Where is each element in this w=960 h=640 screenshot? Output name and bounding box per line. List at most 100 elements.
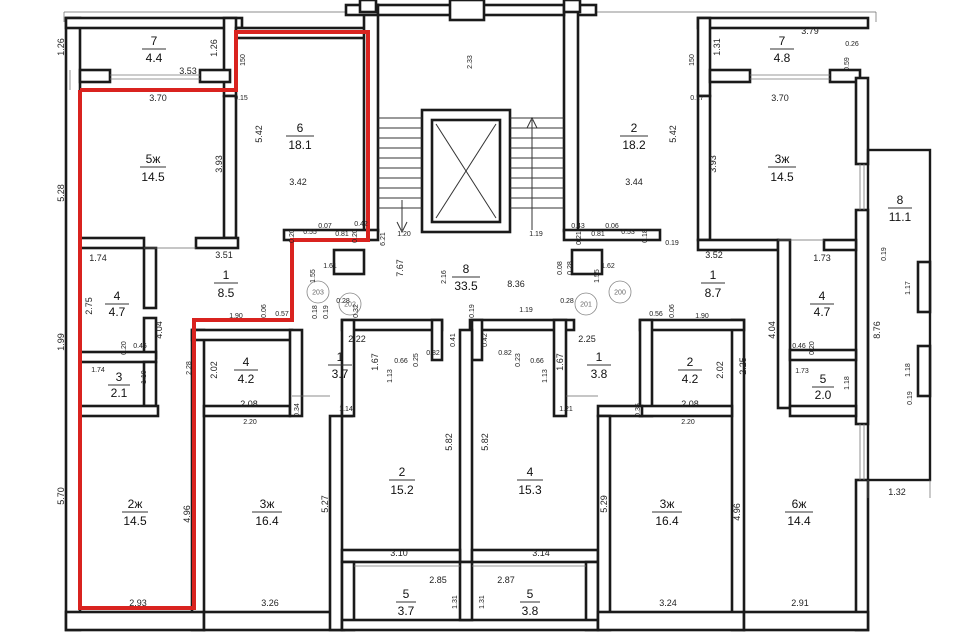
dimension-label: 1.13 xyxy=(542,369,549,383)
dimension-label: 5.29 xyxy=(599,495,609,513)
wall-stub xyxy=(470,318,484,362)
dimension-label: 0.19 xyxy=(323,305,330,319)
balcony-bottom xyxy=(340,618,600,632)
dimension-label: 0.19 xyxy=(907,391,914,405)
dimension-label: 1.19 xyxy=(529,231,543,238)
dimension-label: 0.25 xyxy=(413,353,420,367)
wall-stair-right xyxy=(562,3,580,233)
room-number: 1 xyxy=(223,268,230,282)
room-number: 2 xyxy=(399,465,406,479)
marker-badge xyxy=(306,280,330,304)
dimension-label: 0.82 xyxy=(426,350,440,357)
dimension-label: 1.32 xyxy=(888,487,906,497)
wall-3zh-bottom xyxy=(822,238,858,252)
column-right xyxy=(570,248,604,276)
windows xyxy=(69,70,865,567)
room-number: 6ж xyxy=(792,497,807,511)
wall-stub xyxy=(430,318,444,362)
balcony-stub xyxy=(78,68,112,84)
dimension-label: 2.87 xyxy=(497,575,515,585)
dimension-label: 0.20 xyxy=(289,229,296,243)
dimension-label: 1.55 xyxy=(594,269,601,283)
dimension-label: 1.67 xyxy=(555,353,565,371)
wall-bath-r xyxy=(788,348,858,362)
dimension-label: 0.43 xyxy=(571,223,585,230)
dimension-label: 1.73 xyxy=(813,253,831,263)
dimension-label: 0.57 xyxy=(275,311,289,318)
dimension-label: 2.85 xyxy=(429,575,447,585)
balcony-8-frame xyxy=(866,148,932,482)
dimension-label: 2.20 xyxy=(681,419,695,426)
dimension-label: 1.17 xyxy=(905,281,912,295)
dimension-label: 0.19 xyxy=(665,240,679,247)
wall-bath-r-bottom xyxy=(788,404,858,418)
wall-4-42-top xyxy=(190,328,294,342)
dimension-label: 0.17 xyxy=(690,95,704,102)
dimension-label: 2.75 xyxy=(84,297,94,315)
dimension-label: 3.26 xyxy=(261,598,279,608)
dimension-label: 4.96 xyxy=(182,505,192,523)
room-area: 3.7 xyxy=(398,604,415,618)
dimension-label: 0.19 xyxy=(881,247,888,261)
wall-2-42-top xyxy=(638,318,746,332)
wall-bath xyxy=(78,350,158,364)
bottom-left-wall xyxy=(64,610,206,632)
room-number: 4 xyxy=(114,289,121,303)
wall-4r-left xyxy=(776,238,792,410)
dimension-label: 0.81 xyxy=(591,231,605,238)
dimension-label: 8.76 xyxy=(872,321,882,339)
dimension-label: 0.82 xyxy=(498,350,512,357)
dimension-label: 1.18 xyxy=(905,363,912,377)
staircase xyxy=(378,116,564,234)
dimension-label: 0.21 xyxy=(576,231,583,245)
dimension-label: 3.42 xyxy=(289,177,307,187)
dimension-label: 3.70 xyxy=(149,93,167,103)
wall-hall-right-top xyxy=(468,318,576,332)
room-number: 4 xyxy=(819,289,826,303)
room-area: 11.1 xyxy=(889,210,912,224)
room-area: 16.4 xyxy=(655,514,679,528)
dimension-label: 2.91 xyxy=(791,598,809,608)
dimension-label: 3.52 xyxy=(705,250,723,260)
room-number: 5 xyxy=(527,587,534,601)
dimension-label: 0.66 xyxy=(530,358,544,365)
balcony-stub xyxy=(198,68,232,84)
dimension-label: 2.08 xyxy=(681,399,699,409)
dimension-label: 2.08 xyxy=(240,399,258,409)
dimension-label: 0.42 xyxy=(482,333,489,347)
dimension-label: 5.28 xyxy=(56,184,66,202)
dimension-label: 0.28 xyxy=(567,261,574,275)
balcony-8-window xyxy=(916,260,932,314)
marker-label: 203 xyxy=(312,290,324,297)
door-markers xyxy=(144,239,824,397)
room-number: 3ж xyxy=(775,152,790,166)
dimension-label: 0.42 xyxy=(354,221,368,228)
dimension-label: 0.08 xyxy=(557,261,564,275)
stair-notch xyxy=(358,0,378,14)
dimension-label: 3.14 xyxy=(532,548,550,558)
room-area: 14.5 xyxy=(770,170,794,184)
dimension-label: 3.79 xyxy=(801,26,819,36)
dimension-label: 0.46 xyxy=(792,343,806,350)
wall-2-bottom xyxy=(340,548,462,564)
dimension-label: 2.22 xyxy=(348,334,366,344)
room-number: 5 xyxy=(820,372,827,386)
room-number: 1 xyxy=(596,350,603,364)
dimension-label: 1.73 xyxy=(795,368,809,375)
dimension-label: 8.36 xyxy=(507,279,525,289)
dimension-label: 0.15 xyxy=(234,95,248,102)
room-area: 4.8 xyxy=(774,51,791,65)
room-area: 2.0 xyxy=(815,388,832,402)
wall-3zh-right xyxy=(328,414,344,632)
dimension-label: 1.74 xyxy=(91,367,105,374)
stair-notch xyxy=(562,0,582,14)
room-number: 8 xyxy=(463,262,470,276)
dimension-label: 0.18 xyxy=(642,229,649,243)
wall-5zh-6 xyxy=(222,94,238,240)
marker-badge xyxy=(574,292,598,316)
dimension-label: 0.20 xyxy=(121,341,128,355)
wall-2r-bottom xyxy=(562,228,662,242)
dimension-labels: 1.26 1.26 3.53 3.70 150 0.15 5.42 3.93 3… xyxy=(56,26,914,609)
dimension-label: 150 xyxy=(240,54,247,66)
